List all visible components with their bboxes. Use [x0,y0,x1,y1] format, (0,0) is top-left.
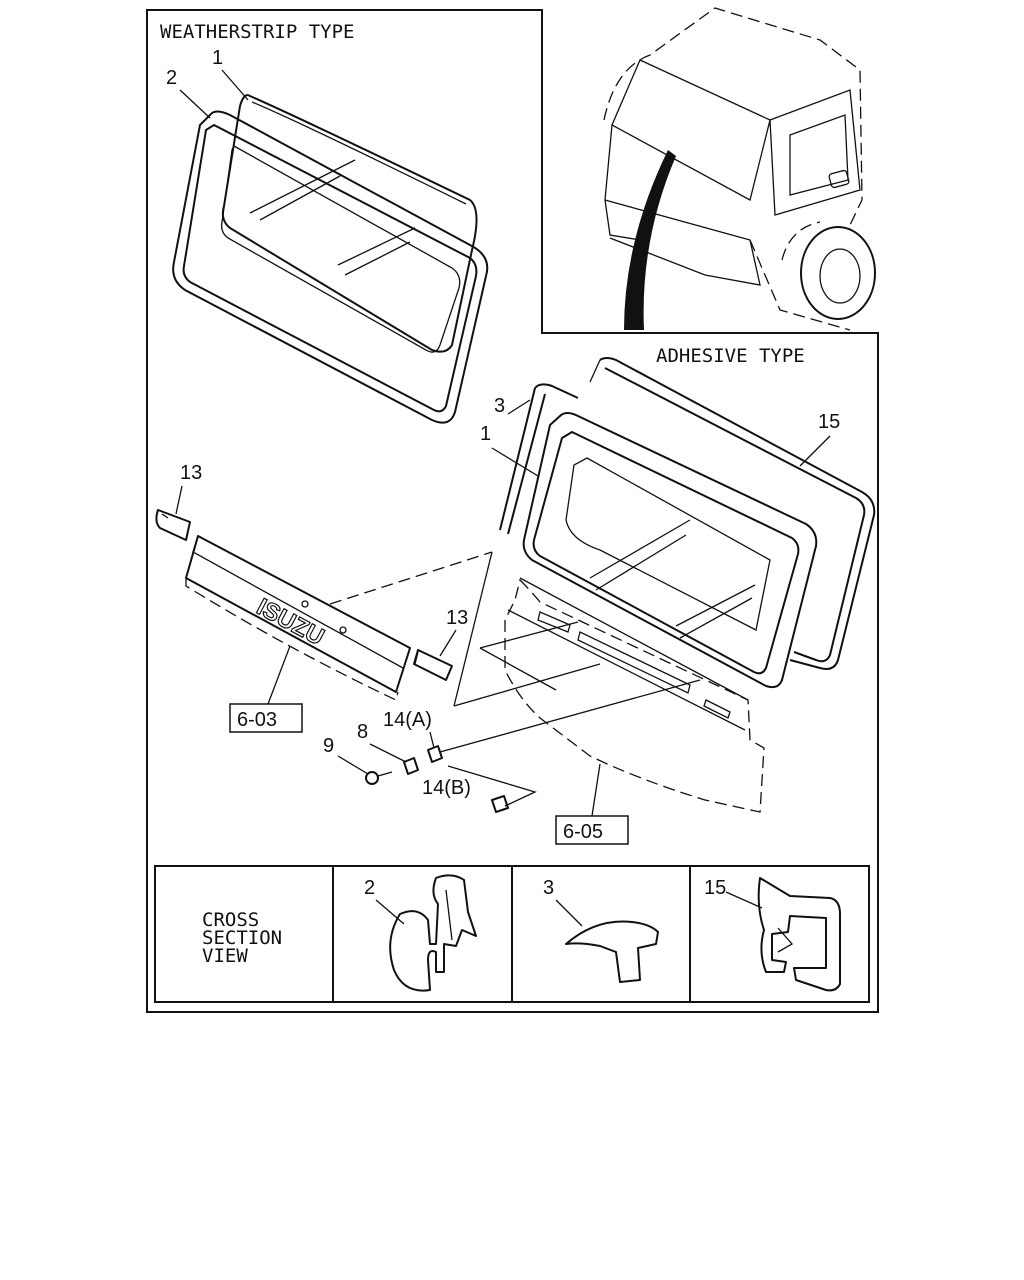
callout-13-right: 13 [446,607,468,629]
adhesive-seal-15 [589,357,876,670]
cross-section-table [154,865,870,1003]
ref-box-6-03 [229,703,303,733]
adhesive-type-heading: ADHESIVE TYPE [656,345,805,367]
callout-2-top: 2 [166,67,177,89]
cross-section-title-line1: CROSS [202,909,259,931]
callout-3: 3 [494,395,505,417]
cross-section-profile-2 [389,874,477,992]
adhesive-dam-3 [499,383,579,535]
cross-section-label-3: 3 [543,877,554,899]
cross-section-profile-15 [757,877,841,992]
cross-section-label-2: 2 [364,877,375,899]
clip-14b [491,795,509,813]
cross-section-title-line2: SECTION [202,927,282,949]
callout-1-top: 1 [212,47,223,69]
callout-14b: 14(B) [422,777,471,799]
weatherstrip-windshield-glass [221,94,478,353]
adhesive-windshield-glass [522,412,818,689]
ref-6-05: 6-05 [563,821,603,843]
cross-section-title-line3: VIEW [202,945,248,967]
diagram-border [146,9,879,1013]
callout-8: 8 [357,721,368,743]
clip-8 [403,757,419,775]
weatherstrip-type-heading: WEATHERSTRIP TYPE [160,21,354,43]
side-trim-13-left [155,509,191,541]
ref-box-6-05 [555,815,629,845]
callout-15: 15 [818,411,840,433]
weatherstrip-seal [172,110,489,424]
isuzu-emblem-text: ISUZU [252,593,328,651]
screw-9 [365,771,393,785]
windshield-pointer-arrow [624,150,676,330]
isuzu-grille-panel-6-03: ISUZU [185,535,411,701]
ref-6-03: 6-03 [237,709,277,731]
cross-section-profile-3 [565,920,659,983]
callout-14a: 14(A) [383,709,432,731]
callout-9: 9 [323,735,334,757]
truck-cab-illustration [603,7,876,331]
callout-13-left: 13 [180,462,202,484]
side-trim-13-right [413,649,453,681]
clip-14a [427,745,443,763]
callout-1-mid: 1 [480,423,491,445]
cross-section-label-15: 15 [704,877,726,899]
